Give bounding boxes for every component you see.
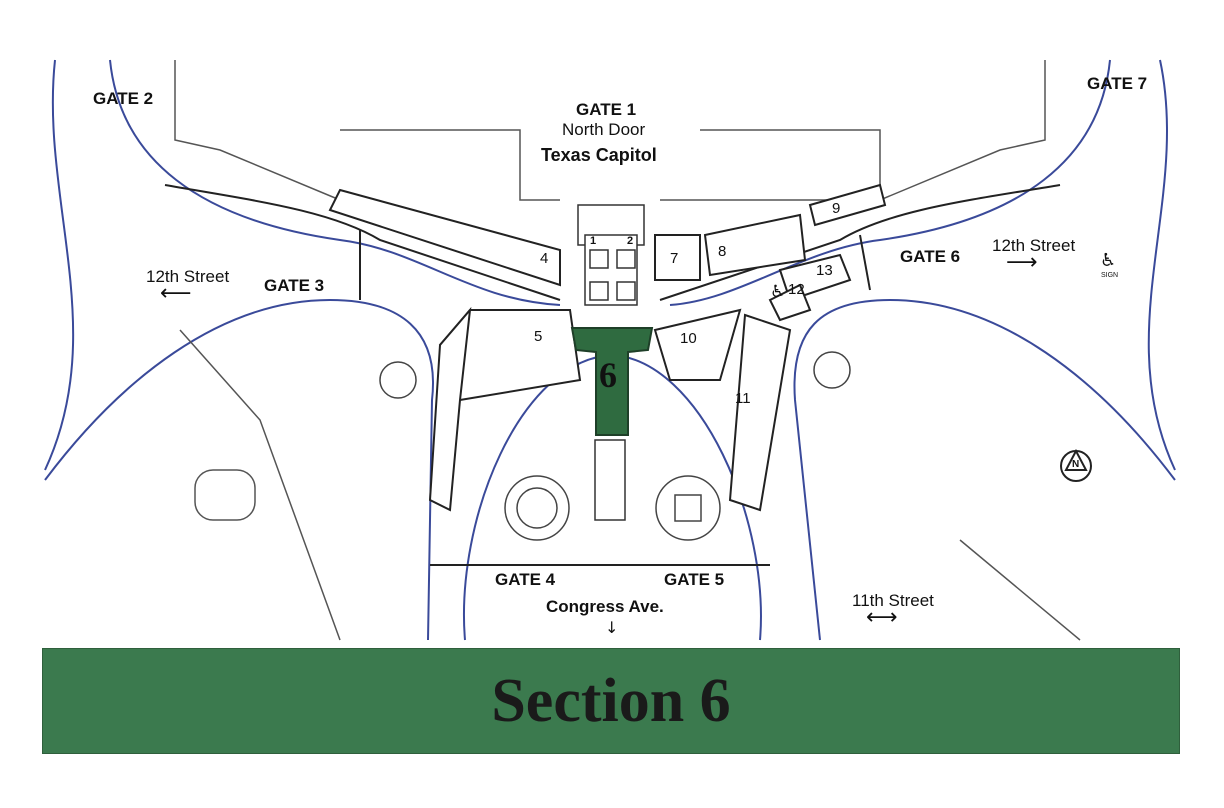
street-12th-right: 12th Street — [992, 236, 1076, 255]
arrow-left-icon: ⟵ — [160, 281, 192, 306]
wheelchair-icon: ♿ — [1100, 250, 1117, 271]
gate-4-label: GATE 4 — [495, 570, 556, 589]
section-6-highlight[interactable] — [570, 327, 654, 436]
fountains — [379, 351, 851, 541]
section-2-label: 2 — [627, 235, 634, 247]
road-lines — [44, 59, 1176, 641]
section-13-label: 13 — [816, 262, 833, 279]
section-5-label: 5 — [534, 328, 543, 345]
parking-sections — [328, 183, 887, 512]
section-banner-title: Section 6 — [491, 666, 731, 735]
congress-ave-label: Congress Ave. — [546, 597, 664, 616]
street-12th-left: 12th Street — [146, 267, 230, 286]
capitol-building — [577, 204, 645, 521]
section-4-label: 4 — [540, 250, 549, 267]
section-6-label: 6 — [599, 355, 617, 395]
section-10-label: 10 — [680, 330, 697, 347]
street-11th: 11th Street — [852, 591, 934, 610]
building-outlines — [174, 60, 1081, 641]
section-banner: Section 6 — [42, 648, 1180, 754]
arrow-right-icon: ⟶ — [1006, 250, 1038, 275]
gate-6-label: GATE 6 — [900, 247, 961, 266]
section-12-label: 12 — [788, 281, 805, 298]
section-11-label: 11 — [735, 390, 751, 407]
gate-3-label: GATE 3 — [264, 276, 325, 295]
north-compass-icon — [1060, 448, 1092, 482]
arrow-down-icon: ↓ — [605, 618, 619, 637]
section-1-label: 1 — [590, 235, 597, 247]
sign-label: SIGN — [1101, 272, 1119, 279]
gate-7-label: GATE 7 — [1087, 74, 1148, 93]
inner-roads — [164, 184, 1061, 566]
gate-2-label: GATE 2 — [93, 89, 154, 108]
gate-1-label: GATE 1 — [576, 100, 637, 119]
building-label: Texas Capitol — [541, 145, 657, 165]
gate-5-label: GATE 5 — [664, 570, 725, 589]
section-7-label: 7 — [670, 250, 679, 267]
section-8-label: 8 — [718, 243, 727, 260]
north-door-label: North Door — [562, 120, 646, 139]
compass-label: N — [1072, 459, 1080, 470]
arrow-both-icon: ⟷ — [866, 605, 898, 630]
wheelchair-icon: ♿ — [770, 282, 786, 302]
section-9-label: 9 — [832, 200, 841, 217]
